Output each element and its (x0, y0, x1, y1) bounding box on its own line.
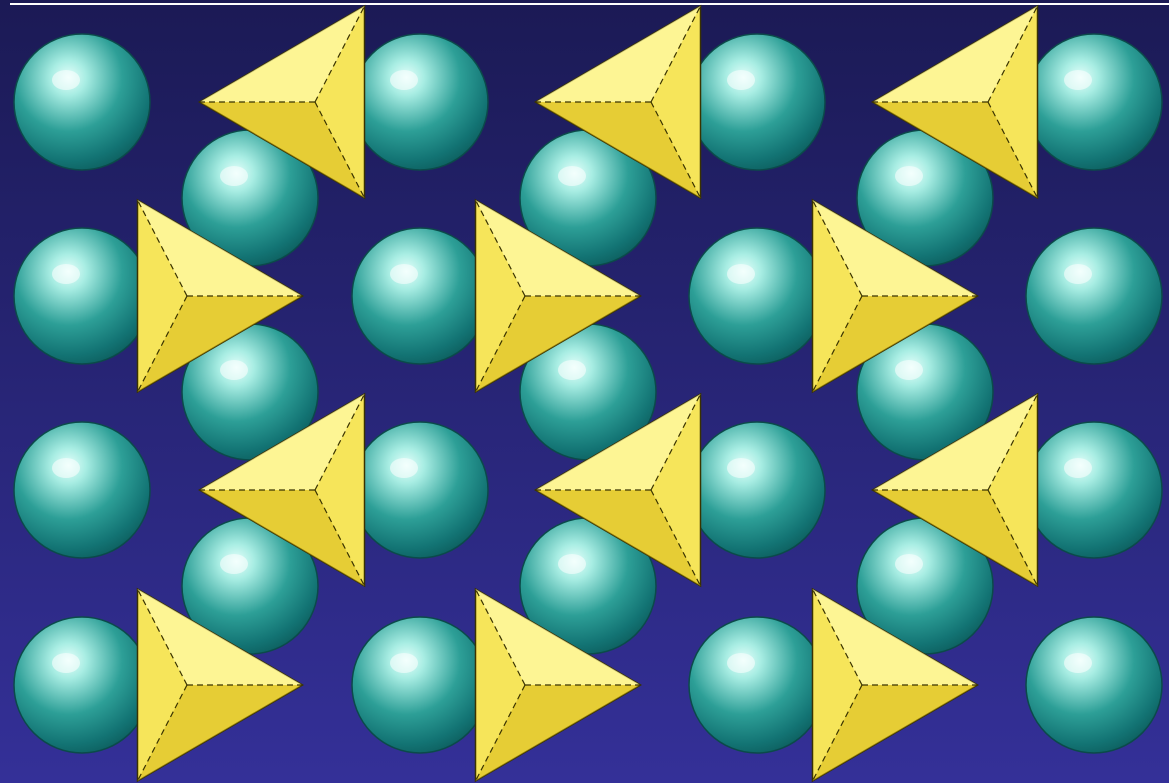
sphere (14, 617, 150, 753)
sphere (1026, 617, 1162, 753)
sphere (14, 34, 150, 170)
sphere (689, 228, 825, 364)
sphere (689, 617, 825, 753)
sphere (352, 617, 488, 753)
sphere (352, 228, 488, 364)
sphere (689, 422, 825, 558)
sphere (352, 422, 488, 558)
sphere (1026, 422, 1162, 558)
sphere (14, 422, 150, 558)
sphere (689, 34, 825, 170)
sphere (1026, 34, 1162, 170)
sphere (14, 228, 150, 364)
sphere (1026, 228, 1162, 364)
sphere (352, 34, 488, 170)
